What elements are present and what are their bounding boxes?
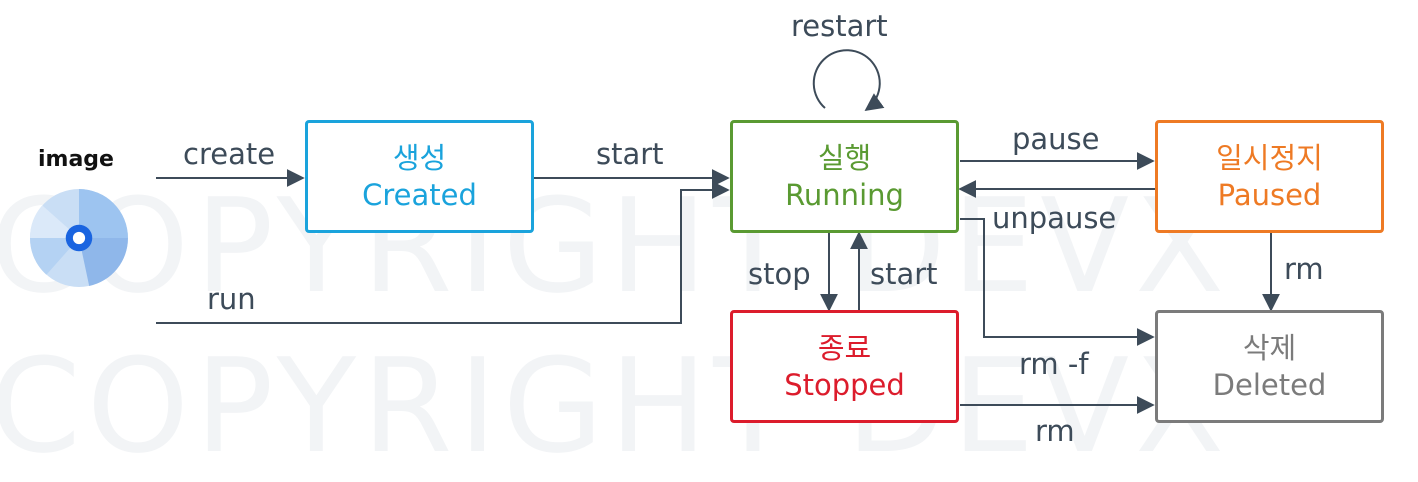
state-deleted-ko: 삭제 xyxy=(1242,331,1297,366)
state-deleted-en: Deleted xyxy=(1212,367,1327,402)
label-create: create xyxy=(183,137,276,171)
state-created-en: Created xyxy=(362,177,477,212)
watermark-line-1: COPYRIGHT DEVX xyxy=(0,170,1231,322)
state-stopped-en: Stopped xyxy=(784,367,905,402)
state-running-ko: 실행 xyxy=(817,141,872,176)
state-paused: 일시정지 Paused xyxy=(1155,120,1384,233)
state-deleted: 삭제 Deleted xyxy=(1155,310,1384,423)
state-running: 실행 Running xyxy=(730,120,959,233)
label-stop: stop xyxy=(748,257,811,291)
arrow-rm-force xyxy=(960,218,1155,346)
state-stopped: 종료 Stopped xyxy=(730,310,959,423)
state-running-en: Running xyxy=(785,177,904,212)
disc-image-icon xyxy=(30,189,128,287)
state-paused-ko: 일시정지 xyxy=(1216,141,1323,176)
label-rm-paused: rm xyxy=(1284,252,1324,286)
arrow-run xyxy=(156,181,730,324)
arrow-restart xyxy=(812,49,885,112)
label-pause: pause xyxy=(1012,122,1100,156)
image-label: image xyxy=(38,147,114,172)
state-paused-en: Paused xyxy=(1217,177,1322,212)
state-stopped-ko: 종료 xyxy=(817,331,872,366)
label-rm-stopped: rm xyxy=(1035,414,1075,448)
label-unpause: unpause xyxy=(992,201,1117,235)
label-run: run xyxy=(207,282,256,316)
label-rm-force: rm -f xyxy=(1019,347,1089,381)
label-restart: restart xyxy=(791,9,888,43)
state-created-ko: 생성 xyxy=(392,141,447,176)
label-start-created: start xyxy=(596,137,664,171)
label-start-stopped: start xyxy=(870,257,938,291)
state-created: 생성 Created xyxy=(305,120,534,233)
